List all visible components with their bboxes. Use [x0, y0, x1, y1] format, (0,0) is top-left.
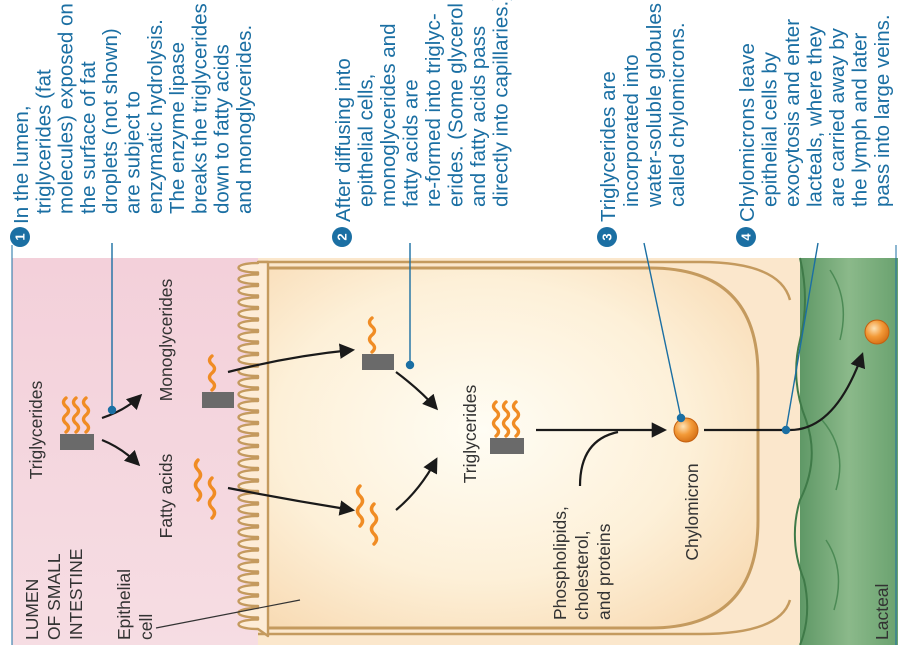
step-2-line: After diffusing into — [332, 58, 355, 222]
step-4-line: exocytosis and enter — [781, 19, 804, 207]
lacteal-chylomicron-droplet — [865, 320, 889, 344]
microvilli-brush-border — [239, 262, 269, 636]
glycerol-head — [490, 438, 524, 454]
step-3-line: incorporated into — [620, 54, 643, 207]
step-1-line: triglycerides (fat — [32, 69, 55, 214]
step-2-line: and fatty acids pass — [467, 26, 490, 207]
step-4: 4 Chylomicrons leave epithelial cells by… — [736, 13, 894, 247]
step-1-line: molecules) exposed on — [55, 3, 78, 214]
leader-dot-1 — [109, 407, 116, 414]
step-notes: 1 In the lumen, triglycerides (fat molec… — [10, 0, 894, 247]
step-2-line: erides. (Some glycerol — [445, 3, 468, 207]
step-4-line: pass into large veins. — [871, 14, 894, 207]
glycerol-head — [362, 354, 394, 370]
lacteal-label: Lacteal — [872, 584, 892, 640]
monoglycerides-label: Monoglycerides — [156, 278, 176, 401]
step-3-text: Triglycerides are incorporated into wate… — [597, 0, 689, 222]
step-1-line: the surface of fat — [77, 61, 100, 214]
epithelial-cell-label-line: cell — [136, 614, 156, 640]
step-number: 1 — [13, 233, 28, 240]
step-1-line: breaks the triglycerides — [188, 3, 211, 214]
step-2-line: monoglycerides and — [377, 24, 400, 207]
leader-dot-2 — [407, 362, 414, 369]
step-3-line: water-soluble globules — [643, 3, 666, 208]
step-2: 2 After diffusing into epithelial cells,… — [332, 0, 513, 247]
lumen-label-line: LUMEN — [22, 579, 42, 640]
step-1-line: In the lumen, — [10, 105, 33, 224]
step-2-line: re-formed into triglyc- — [422, 13, 445, 207]
step-4-line: lacteals, where they — [804, 25, 827, 207]
glycerol-head — [202, 392, 234, 408]
step-1-line: droplets (not shown) — [99, 28, 122, 214]
lumen-label-line: INTESTINE — [66, 549, 86, 640]
step-number: 2 — [335, 233, 350, 240]
step-number: 4 — [739, 233, 754, 241]
step-3: 3 Triglycerides are incorporated into wa… — [597, 0, 689, 247]
step-1: 1 In the lumen, triglycerides (fat molec… — [10, 0, 256, 247]
step-4-line: Chylomicrons leave — [736, 43, 759, 222]
lumen-label-line: OF SMALL — [44, 553, 64, 640]
triglycerides-cell-label: Triglycerides — [460, 384, 480, 483]
phospholipids-label-line: Phospholipids, — [550, 506, 570, 620]
step-1-line: The enzyme lipase — [166, 42, 189, 214]
step-2-line: epithelial cells, — [355, 74, 378, 207]
step-1-line: enzymatic hydrolysis. — [144, 19, 167, 214]
step-4-line: are carried away by — [826, 27, 849, 207]
chylomicron-label: Chylomicron — [682, 463, 702, 560]
step-2-text: After diffusing into epithelial cells, m… — [332, 0, 513, 222]
step-1-line: down to fatty acids — [211, 44, 234, 214]
triglycerides-lumen-label: Triglycerides — [26, 380, 46, 479]
chylomicron-droplet — [674, 418, 698, 442]
step-3-line: Triglycerides are — [597, 71, 620, 222]
step-4-line: epithelial cells by — [759, 51, 782, 207]
step-1-text: In the lumen, triglycerides (fat molecul… — [10, 0, 256, 224]
step-4-line: the lymph and later — [849, 32, 872, 207]
step-2-line: directly into capillaries.) — [490, 0, 513, 207]
step-4-text: Chylomicrons leave epithelial cells by e… — [736, 13, 894, 222]
glycerol-head — [60, 434, 94, 450]
step-3-line: called chylomicrons. — [666, 22, 689, 207]
step-1-line: are subject to — [122, 91, 145, 214]
step-number: 3 — [600, 233, 615, 240]
epithelial-cell-label-line: Epithelial — [114, 569, 134, 640]
fatty-acids-label: Fatty acids — [156, 453, 176, 538]
leader-dot-3 — [678, 415, 685, 422]
phospholipids-label-line: cholesterol, — [572, 531, 592, 621]
step-1-line: and monoglycerides. — [233, 25, 256, 214]
step-2-line: fatty acids are — [400, 79, 423, 207]
phospholipids-label-line: and proteins — [594, 523, 614, 620]
leader-dot-4 — [783, 427, 790, 434]
